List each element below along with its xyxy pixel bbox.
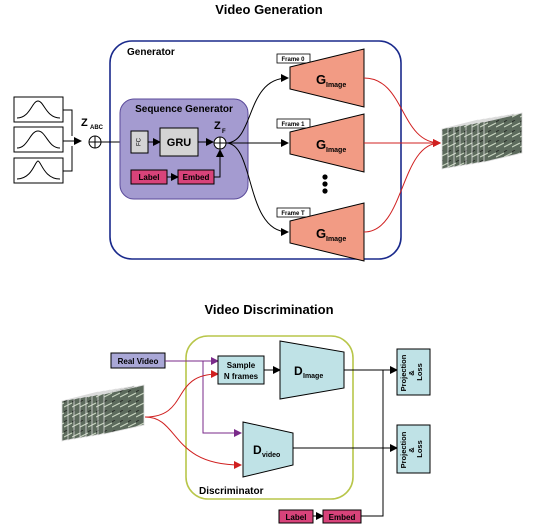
z-f-concat-icon xyxy=(213,136,227,150)
z-abc-label: Z xyxy=(81,117,88,129)
gaussian-curve-2 xyxy=(16,130,61,149)
frame-1-tag xyxy=(276,118,311,129)
g-image-t-sub: Image xyxy=(326,236,346,243)
vertical-ellipsis-dots xyxy=(322,174,328,194)
image-generator-1: G Image xyxy=(289,113,365,173)
real-video-arrows xyxy=(165,357,242,437)
frame-t-tag xyxy=(276,207,311,218)
svg-text:Projection & Loss: Projection & Loss xyxy=(399,353,424,392)
d-video-main: D xyxy=(253,443,262,457)
input-connectors xyxy=(63,109,82,172)
branch-to-frameT xyxy=(225,142,289,236)
sequence-generator-label: Sequence Generator xyxy=(135,104,233,115)
z-f-label: Z xyxy=(214,120,221,132)
g-image-1-sub: Image xyxy=(326,147,346,154)
z-abc-subscript: ABC xyxy=(90,125,104,131)
d-image-main: D xyxy=(294,364,303,378)
projection-loss-video-block: Projection & Loss xyxy=(396,424,431,474)
proj-video-line2: & xyxy=(407,447,416,453)
g-image-t-main: G xyxy=(316,226,326,241)
video-discrimination-title: Video Discrimination xyxy=(204,302,333,317)
d-image-sub: Image xyxy=(303,373,323,380)
embed-feed-lines xyxy=(361,370,384,517)
frame-0-tag xyxy=(276,53,311,64)
gaussian-box-3 xyxy=(13,157,64,184)
gru-label: GRU xyxy=(167,137,192,149)
input-video-arrows xyxy=(144,370,242,469)
generator-embed-text: Embed xyxy=(183,173,210,182)
z-abc-concat-icon xyxy=(88,135,102,149)
frame-1-label: Frame 1 xyxy=(281,122,305,128)
discriminator-label-text: Label xyxy=(286,513,307,522)
video-discriminator: D video xyxy=(242,421,294,478)
embed-to-zf-arrow xyxy=(214,149,224,178)
proj-image-line2: & xyxy=(407,370,416,376)
sample-line-2: N frames xyxy=(224,372,259,381)
sample-line-1: Sample xyxy=(227,361,256,370)
generator-label-text: Label xyxy=(139,173,160,182)
projection-loss-image-block: Projection & Loss xyxy=(396,348,431,396)
generator-container xyxy=(109,40,402,260)
image-generator-t: G Image xyxy=(289,202,365,262)
video-generation-title: Video Generation xyxy=(215,2,322,17)
gaussian-curve-1 xyxy=(16,100,61,119)
discriminator-embed-text: Embed xyxy=(329,513,356,522)
g-image-1-main: G xyxy=(316,137,326,152)
fc-label: FC xyxy=(137,137,143,146)
gaussian-curve-3 xyxy=(16,160,61,180)
g-image-0-main: G xyxy=(316,72,326,87)
z-f-subscript: F xyxy=(222,129,226,135)
frame-0-label: Frame 0 xyxy=(281,57,305,63)
svg-text:Projection & Loss: Projection & Loss xyxy=(399,430,424,469)
image-discriminator: D Image xyxy=(279,340,345,400)
gru-block xyxy=(159,127,199,157)
image-generator-0: G Image xyxy=(289,48,365,108)
d-video-sub: video xyxy=(262,452,280,459)
proj-image-line1: Projection xyxy=(399,354,408,391)
zf-branch-arrows xyxy=(225,74,289,236)
latent-distribution-inputs xyxy=(13,96,64,184)
generator-label: Generator xyxy=(127,47,175,58)
proj-image-line3: Loss xyxy=(415,363,424,381)
discriminator-label: Discriminator xyxy=(199,486,264,497)
discriminator-container xyxy=(185,335,354,500)
generated-video-stack xyxy=(441,112,523,170)
proj-video-line3: Loss xyxy=(415,440,424,458)
branch-to-frame0 xyxy=(225,74,289,144)
input-video-stack xyxy=(61,384,145,442)
real-video-label: Real Video xyxy=(118,357,159,366)
generated-frames-arrows xyxy=(363,77,441,233)
proj-video-line1: Projection xyxy=(399,431,408,468)
frame-t-label: Frame T xyxy=(281,211,305,217)
g-image-0-sub: Image xyxy=(326,82,346,89)
